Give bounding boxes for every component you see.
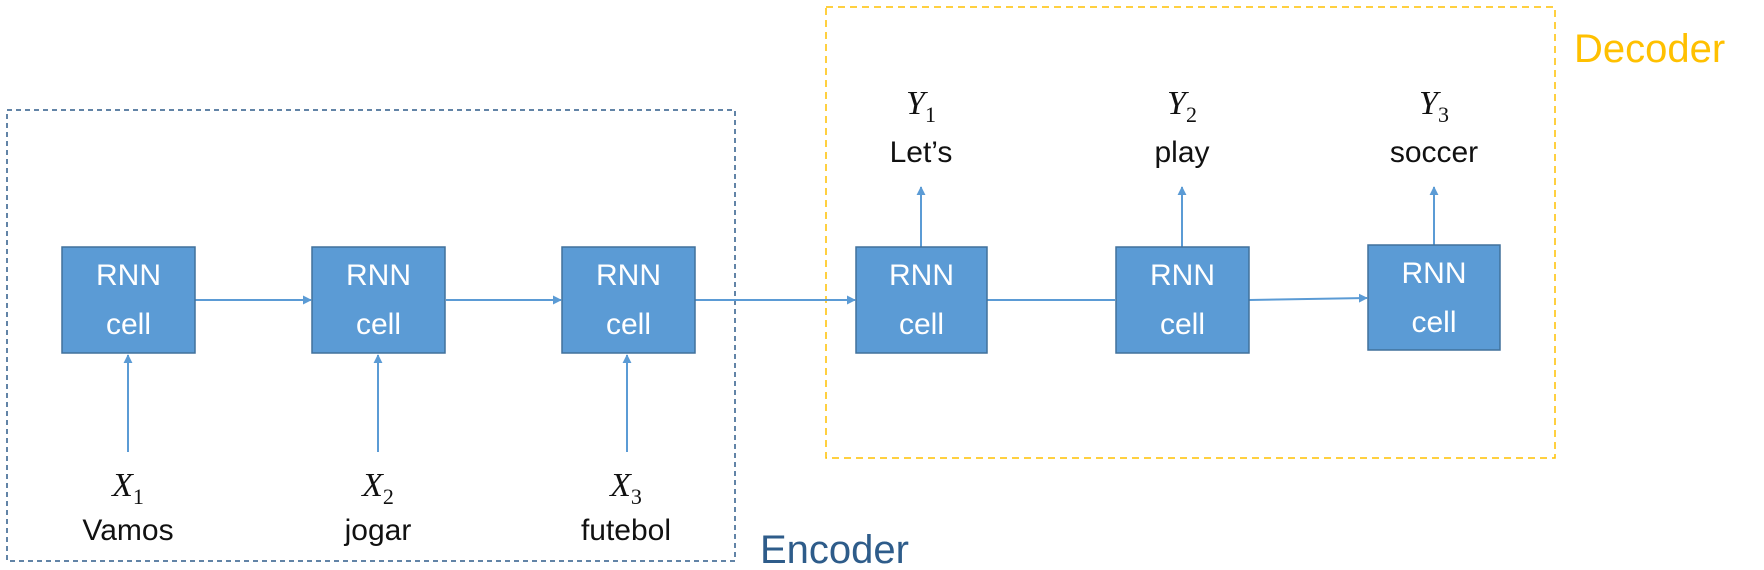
output-symbol: Y2 (1167, 85, 1197, 127)
decoder-label: Decoder (1574, 27, 1725, 71)
encoder-frame (6, 109, 736, 562)
cell-label-line1: RNN (346, 259, 411, 292)
output-label-1: Y1 Let’s (890, 85, 953, 169)
input-label-2: X2 jogar (344, 467, 412, 547)
cell-label-line1: RNN (889, 259, 954, 292)
input-word: Vamos (82, 514, 173, 547)
decoder-cell-2: RNN cell (1115, 246, 1250, 354)
encoder-cell-2: RNN cell (311, 246, 446, 354)
output-word: play (1154, 136, 1209, 169)
input-word: futebol (581, 514, 671, 547)
output-symbol: Y3 (1419, 85, 1449, 127)
output-word: Let’s (890, 136, 953, 169)
decoder-cell-1: RNN cell (855, 246, 988, 354)
encoder-cell-3: RNN cell (561, 246, 696, 354)
input-word: jogar (344, 514, 412, 547)
output-symbol: Y1 (906, 85, 936, 127)
output-label-2: Y2 play (1154, 85, 1209, 169)
input-label-1: X1 Vamos (82, 467, 173, 547)
cell-label-line2: cell (106, 308, 151, 341)
encoder-label: Encoder (760, 528, 909, 570)
output-label-3: Y3 soccer (1390, 85, 1478, 169)
decoder-cell-3: RNN cell (1367, 244, 1501, 351)
output-word: soccer (1390, 136, 1478, 169)
cell-label-line1: RNN (596, 259, 661, 292)
input-symbol: X1 (110, 467, 144, 509)
cell-label-line2: cell (356, 308, 401, 341)
cell-label-line2: cell (606, 308, 651, 341)
cell-label-line2: cell (1160, 308, 1205, 341)
cell-label-line2: cell (899, 308, 944, 341)
cell-label-line2: cell (1411, 306, 1456, 339)
cell-label-line1: RNN (96, 259, 161, 292)
cell-label-line1: RNN (1402, 257, 1467, 290)
decoder-link-2 (1248, 293, 1368, 303)
input-symbol: X3 (608, 467, 642, 509)
encoder-cell-1: RNN cell (61, 246, 196, 354)
cell-label-line1: RNN (1150, 259, 1215, 292)
input-symbol: X2 (360, 467, 394, 509)
input-label-3: X3 futebol (581, 467, 671, 547)
decoder-frame (825, 6, 1556, 459)
